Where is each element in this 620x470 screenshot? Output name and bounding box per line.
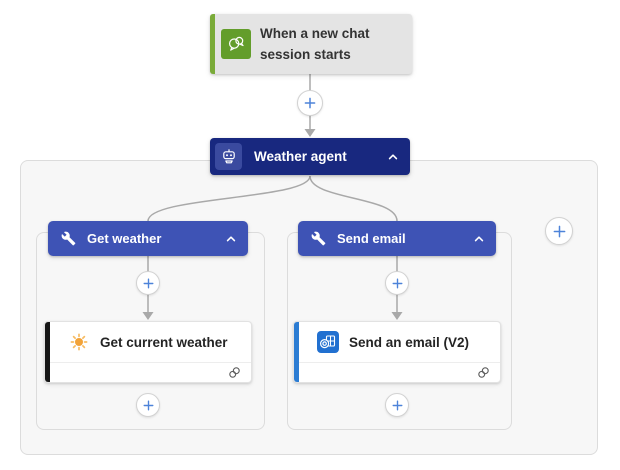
plus-icon (143, 400, 153, 410)
trigger-accent-bar (210, 14, 215, 74)
agent-label: Weather agent (254, 149, 347, 164)
agent-node[interactable]: Weather agent (210, 138, 410, 175)
card-footer (50, 363, 251, 382)
tool-collapse-button[interactable] (468, 228, 490, 250)
get-weather-add-action-plus[interactable] (136, 393, 160, 417)
send-email-add-action-plus[interactable] (385, 393, 409, 417)
chat-bubbles-icon (221, 29, 251, 59)
tool-header-get-weather[interactable]: Get weather (48, 221, 248, 256)
send-email-insert-plus[interactable] (385, 271, 409, 295)
plus-icon (553, 225, 565, 237)
outlook-icon (317, 331, 339, 353)
trigger-node[interactable]: When a new chat session starts (210, 14, 412, 74)
link-icon[interactable] (227, 365, 242, 380)
wrench-icon (311, 231, 326, 246)
action-label: Send an email (V2) (349, 334, 470, 350)
plus-icon (392, 278, 402, 288)
add-tool-plus[interactable] (545, 217, 573, 245)
chevron-up-icon (388, 153, 398, 159)
tool-header-label: Send email (337, 231, 406, 246)
action-accent-bar (45, 322, 50, 382)
agent-collapse-button[interactable] (382, 146, 404, 168)
bot-icon (215, 143, 242, 170)
tool-header-label: Get weather (87, 231, 162, 246)
get-weather-insert-plus[interactable] (136, 271, 160, 295)
card-footer (299, 363, 500, 382)
chevron-up-icon (474, 235, 484, 241)
action-label: Get current weather (100, 334, 228, 350)
wrench-icon (61, 231, 76, 246)
action-card-get-current-weather[interactable]: Get current weather (44, 321, 252, 383)
plus-icon (392, 400, 402, 410)
insert-step-plus-after-trigger[interactable] (297, 90, 323, 116)
card-divider (299, 362, 500, 363)
card-divider (50, 362, 251, 363)
chevron-up-icon (226, 235, 236, 241)
action-accent-bar (294, 322, 299, 382)
link-icon[interactable] (476, 365, 491, 380)
action-card-send-an-email-v2[interactable]: Send an email (V2) (293, 321, 501, 383)
plus-icon (304, 97, 316, 109)
tool-collapse-button[interactable] (220, 228, 242, 250)
sun-icon (68, 331, 90, 353)
plus-icon (143, 278, 153, 288)
trigger-label: When a new chat session starts (260, 26, 370, 62)
tool-header-send-email[interactable]: Send email (298, 221, 496, 256)
